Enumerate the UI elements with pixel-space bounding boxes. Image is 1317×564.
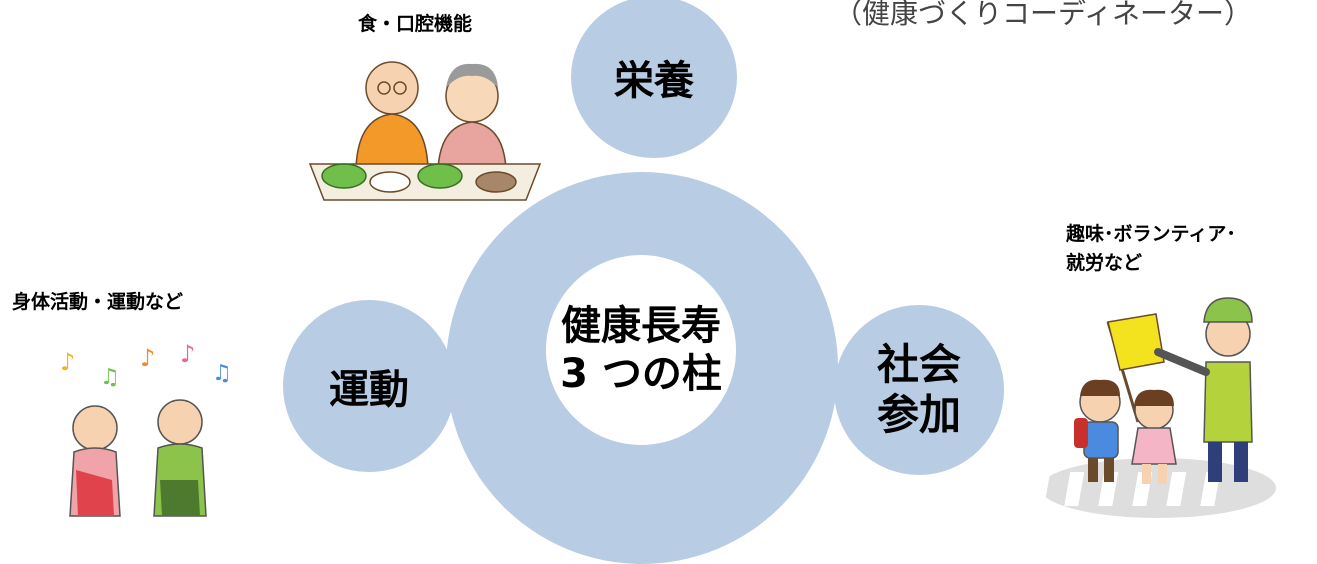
caption-social-line2: 就労など bbox=[1066, 251, 1143, 274]
svg-text:♪: ♪ bbox=[140, 344, 155, 372]
elderly-stretching-illustration: ♪ ♫ ♪ ♪ ♫ bbox=[60, 340, 232, 517]
center-title-line2: 3 つの柱 bbox=[560, 351, 722, 397]
caption-social: 趣味･ボランティア･ 就労など bbox=[1066, 220, 1236, 277]
svg-text:♪: ♪ bbox=[60, 348, 75, 376]
center-title-line1: 健康長寿 bbox=[561, 303, 721, 349]
elderly-couple-eating-illustration bbox=[308, 61, 542, 201]
crossing-guard-children-illustration bbox=[1038, 297, 1276, 518]
pillar-exercise: 運動 bbox=[283, 300, 455, 472]
caption-food: 食・口腔機能 bbox=[358, 13, 473, 35]
caption-social-line1: 趣味･ボランティア･ bbox=[1066, 223, 1236, 245]
svg-text:♫: ♫ bbox=[100, 365, 120, 390]
svg-text:♪: ♪ bbox=[180, 340, 195, 368]
center-core-circle: 健康長寿 3 つの柱 bbox=[546, 255, 736, 445]
pillar-social-label-line2: 参加 bbox=[876, 390, 961, 439]
svg-text:♫: ♫ bbox=[212, 361, 232, 386]
pillar-nutrition-label: 栄養 bbox=[614, 58, 694, 104]
pillar-social: 社会 参加 bbox=[834, 305, 1004, 475]
pillar-social-label-line1: 社会 bbox=[876, 339, 961, 389]
pillar-nutrition: 栄養 bbox=[571, 0, 737, 158]
coordinator-label: （健康づくりコーディネーター） bbox=[834, 0, 1253, 30]
pillar-exercise-label: 運動 bbox=[329, 367, 409, 413]
caption-body: 身体活動・運動など bbox=[12, 291, 184, 313]
